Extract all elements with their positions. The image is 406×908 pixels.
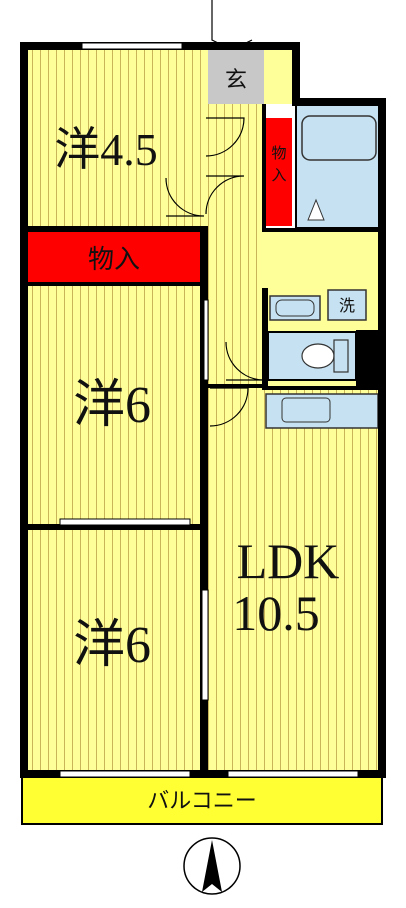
doors	[165, 0, 265, 427]
ldk-floor	[206, 388, 378, 770]
balcony	[21, 773, 383, 825]
toilet-bowl-icon	[301, 343, 335, 369]
label-room3: 洋6	[73, 617, 151, 674]
label-genkan: 玄	[225, 67, 247, 92]
north-arrow-icon	[183, 837, 241, 895]
walls	[20, 42, 386, 778]
hallway-floor	[206, 48, 264, 388]
label-closet-upper: 物入	[88, 245, 140, 274]
room1-floor	[28, 48, 206, 228]
drain-icon	[307, 198, 325, 221]
windows	[59, 42, 359, 778]
label-closet-small: 物入	[271, 144, 286, 184]
label-washer: 洗	[339, 296, 355, 315]
label-ldk: LDK	[237, 533, 340, 589]
bathtub	[301, 115, 377, 161]
room3-floor	[28, 530, 200, 770]
closet-small	[266, 118, 292, 226]
washer	[327, 289, 367, 321]
label-room2: 洋6	[73, 377, 151, 434]
label-room1: 洋4.5	[54, 124, 158, 175]
closet-upper	[28, 232, 200, 282]
kitchen-sink	[281, 397, 331, 423]
washbasin-bowl	[275, 299, 315, 317]
upper-right-floor	[264, 48, 292, 104]
toilet-tank-icon	[333, 339, 349, 373]
genkan	[208, 50, 264, 104]
room2-floor	[28, 284, 200, 524]
label-balcony: バルコニー	[147, 789, 257, 814]
label-ldk-area: 10.5	[232, 585, 320, 641]
